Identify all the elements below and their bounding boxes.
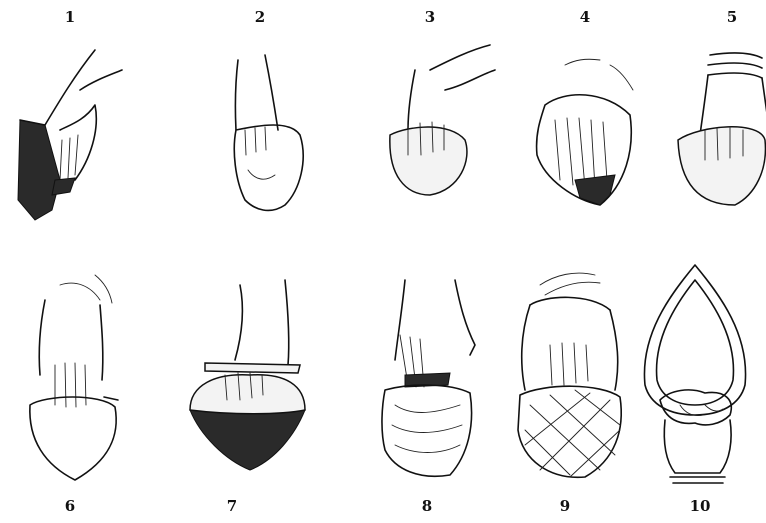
figure-number-3: 3 [410,8,450,26]
figure-number-9: 9 [545,497,585,515]
figure-number-7: 7 [212,497,252,515]
figure-3-drawing [360,30,500,260]
figure-number-1: 1 [50,8,90,26]
figure-1-drawing [0,30,140,260]
figure-number-10: 10 [680,497,720,515]
figure-7-drawing [170,265,310,495]
figure-10-drawing [625,255,765,485]
figure-number-8: 8 [407,497,447,515]
figure-5-drawing [650,30,766,260]
figure-number-4: 4 [565,8,605,26]
figure-number-6: 6 [50,497,90,515]
figure-4-drawing [515,30,655,260]
figure-number-5: 5 [712,8,752,26]
figure-9-drawing [490,265,630,495]
figure-8-drawing [350,265,490,495]
figure-2-drawing [190,30,330,260]
figure-6-drawing [0,265,140,495]
figure-number-2: 2 [240,8,280,26]
